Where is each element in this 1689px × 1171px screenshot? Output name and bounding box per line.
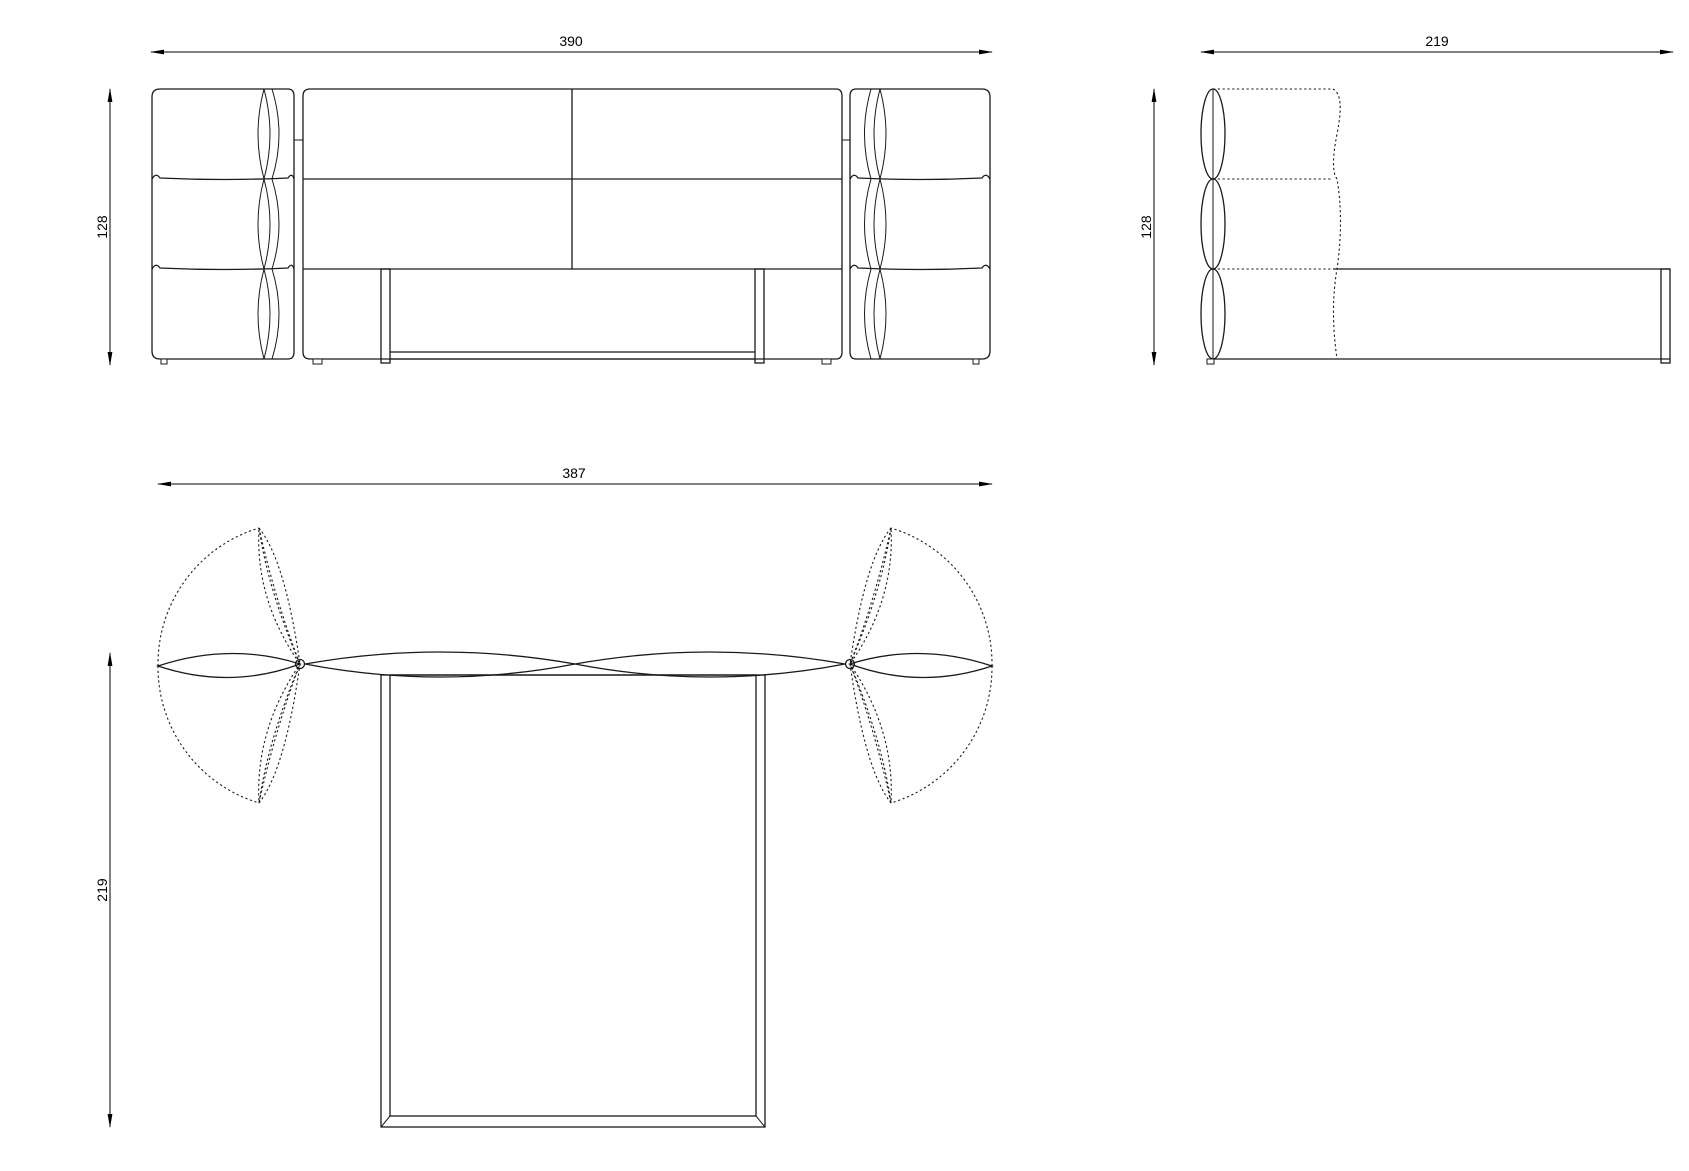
right-armrest-module <box>849 88 991 365</box>
central-backrest-module <box>294 88 850 365</box>
top-depth-dimension: 219 <box>94 652 113 1128</box>
left-rotating-cushions <box>155 527 306 804</box>
front-width-label: 390 <box>559 33 583 49</box>
front-width-dimension: 390 <box>150 33 993 55</box>
top-depth-label: 219 <box>94 878 110 902</box>
left-armrest-module <box>151 88 295 365</box>
seat-frame-front <box>380 268 765 364</box>
side-seat-frame <box>1206 268 1671 365</box>
front-view: 390 128 <box>94 33 993 366</box>
side-height-label: 128 <box>1138 215 1154 239</box>
right-rotating-cushions <box>844 527 995 804</box>
side-depth-label: 219 <box>1425 33 1449 49</box>
side-height-dimension: 128 <box>1138 88 1157 366</box>
front-height-dimension: 128 <box>94 88 113 366</box>
top-width-label: 387 <box>562 465 586 481</box>
top-seat-frame <box>380 674 766 1128</box>
side-view: 219 128 <box>1138 33 1674 366</box>
side-depth-dimension: 219 <box>1200 33 1674 55</box>
side-hidden-outline <box>1213 88 1342 360</box>
side-cushion-stack <box>1200 88 1226 360</box>
top-view: 387 219 <box>94 465 995 1128</box>
top-backrest-cushions <box>304 651 846 678</box>
front-height-label: 128 <box>94 215 110 239</box>
top-width-dimension: 387 <box>157 465 993 487</box>
